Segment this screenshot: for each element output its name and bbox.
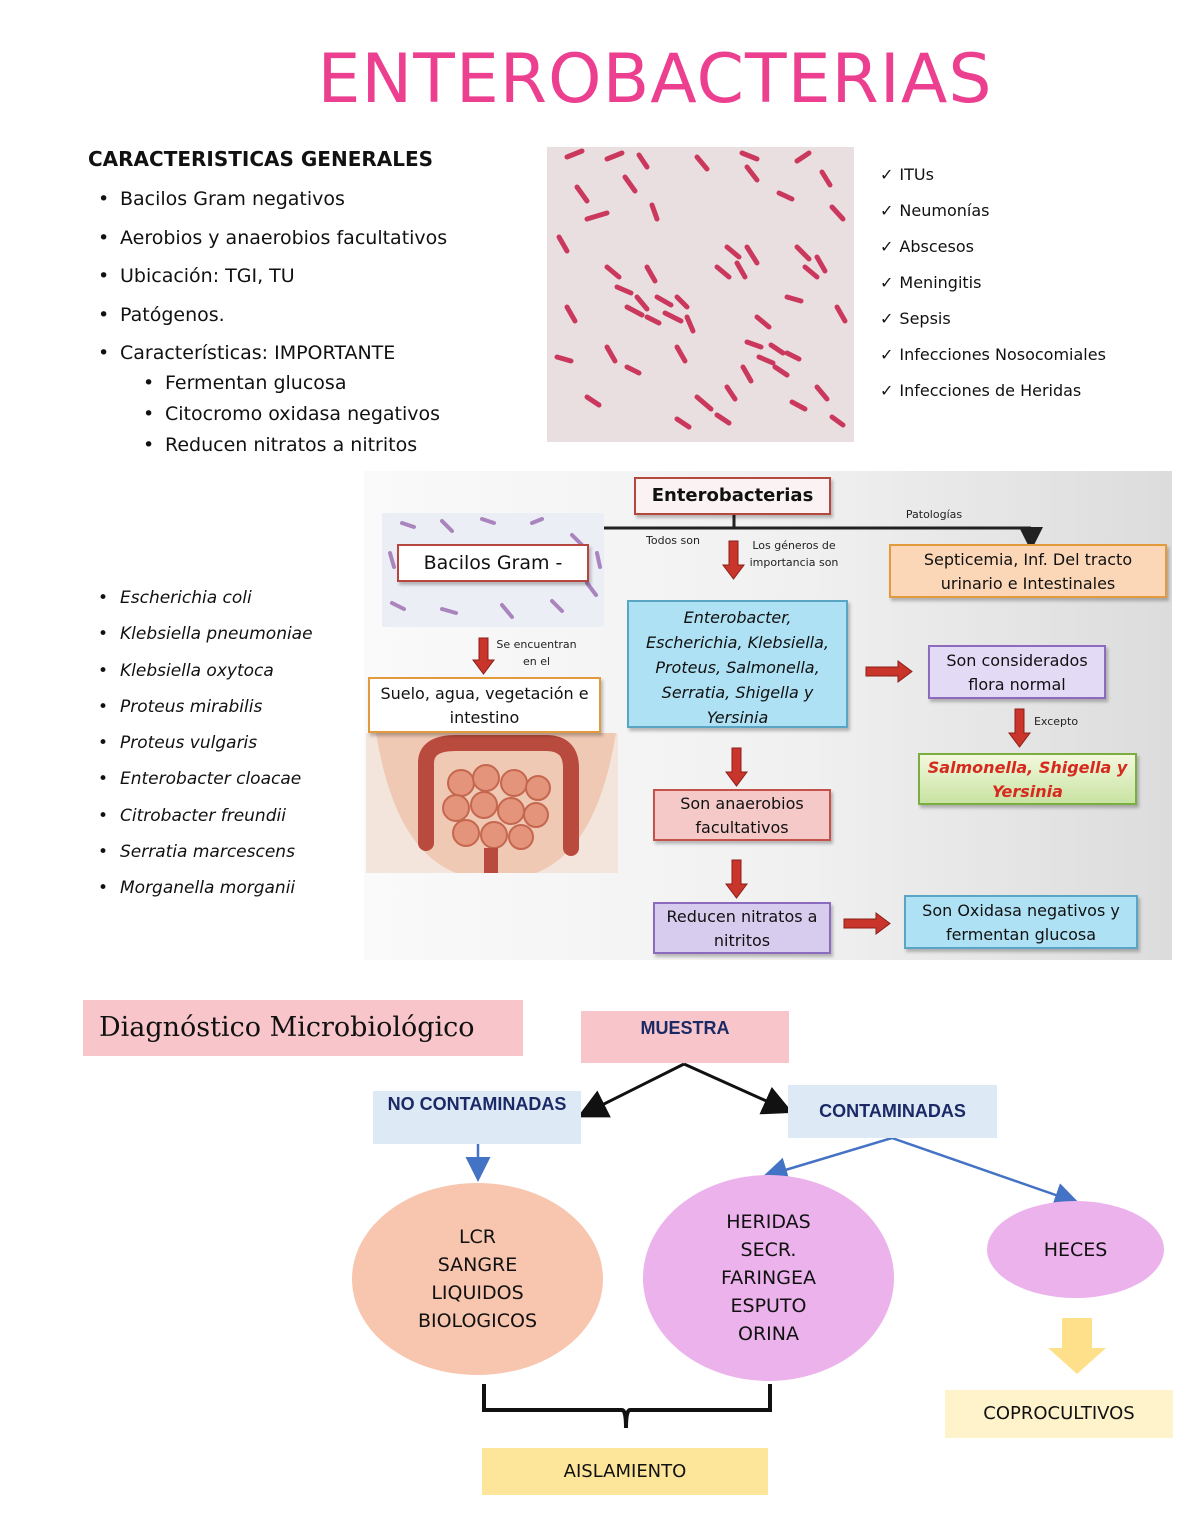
- check-icon: ✓: [880, 345, 894, 364]
- coprocultivos-box: COPROCULTIVOS: [945, 1390, 1173, 1438]
- check-icon: ✓: [880, 309, 894, 328]
- aislamiento-box: AISLAMIENTO: [482, 1448, 768, 1495]
- root-box: Enterobacterias: [634, 477, 831, 515]
- diagnostico-heading: Diagnóstico Microbiológico: [83, 1000, 523, 1056]
- check-icon: ✓: [880, 381, 894, 400]
- enterobacterias-flowchart: Enterobacterias Todos son Los géneros de…: [364, 471, 1172, 960]
- infecciones-list: ✓ ITUs ✓ Neumonías ✓ Abscesos ✓ Meningitis ✓…: [880, 165, 1106, 417]
- oxidasa-box: Son Oxidasa negativos y fermentan glucos…: [904, 895, 1138, 949]
- generales-heading: CARACTERISTICAS GENERALES: [88, 147, 434, 171]
- infeccion-label: Infecciones Nosocomiales: [899, 345, 1106, 364]
- infeccion-item: ✓ Neumonías: [880, 201, 1106, 237]
- infeccion-label: Neumonías: [899, 201, 990, 220]
- muestra-esteril-item: LIQUIDOS: [431, 1282, 524, 1304]
- especie-item: Citrobacter freundii: [98, 806, 313, 842]
- nitratos-box: Reducen nitratos a nitritos: [653, 902, 831, 954]
- infeccion-item: ✓ Infecciones de Heridas: [880, 381, 1106, 417]
- especie-item: Escherichia coli: [98, 588, 313, 624]
- especie-item: Enterobacter cloacae: [98, 769, 313, 805]
- heces-ellipse: HECES: [987, 1201, 1164, 1298]
- especie-item: Klebsiella oxytoca: [98, 661, 313, 697]
- generales-sublist: Fermentan glucosa Citocromo oxidasa nega…: [143, 372, 440, 465]
- generales-subitem: Fermentan glucosa: [143, 372, 440, 403]
- check-icon: ✓: [880, 165, 894, 184]
- generales-item: Características: IMPORTANTE: [98, 342, 447, 381]
- septicemia-box: Septicemia, Inf. Del tracto urinario e I…: [889, 544, 1167, 598]
- contaminadas-ellipse: HERIDAS SECR. FARINGEA ESPUTO ORINA: [643, 1175, 894, 1381]
- flora-normal-box: Son considerados flora normal: [928, 645, 1106, 699]
- infeccion-label: Sepsis: [899, 309, 951, 328]
- infeccion-label: Meningitis: [899, 273, 982, 292]
- contaminadas-box: CONTAMINADAS: [788, 1085, 997, 1138]
- muestra-box: MUESTRA: [581, 1011, 789, 1063]
- muestra-contaminada-item: FARINGEA: [721, 1267, 816, 1289]
- generos-label: Los géneros de importancia son: [749, 539, 839, 569]
- infeccion-item: ✓ Infecciones Nosocomiales: [880, 345, 1106, 381]
- generales-item: Patógenos.: [98, 304, 447, 343]
- bacilos-box: Bacilos Gram -: [397, 544, 589, 582]
- muestra-contaminada-item: HERIDAS: [726, 1211, 811, 1233]
- infeccion-item: ✓ Abscesos: [880, 237, 1106, 273]
- excepciones-box: Salmonella, Shigella y Yersinia: [918, 753, 1137, 805]
- excepto-label: Excepto: [1033, 715, 1079, 728]
- infeccion-item: ✓ Meningitis: [880, 273, 1106, 309]
- especie-item: Serratia marcescens: [98, 842, 313, 878]
- muestra-contaminada-item: SECR.: [740, 1239, 797, 1261]
- gram-stain-micrograph: [547, 147, 854, 442]
- anaerobios-box: Son anaerobios facultativos: [653, 789, 831, 841]
- infeccion-label: ITUs: [899, 165, 934, 184]
- muestra-contaminada-item: ESPUTO: [730, 1295, 807, 1317]
- muestra-esteril-item: BIOLOGICOS: [417, 1310, 538, 1332]
- diagnostico-connectors: [465, 1062, 1106, 1429]
- especie-item: Proteus vulgaris: [98, 733, 313, 769]
- especie-item: Klebsiella pneumoniae: [98, 624, 313, 660]
- check-icon: ✓: [880, 201, 894, 220]
- generales-subitem: Reducen nitratos a nitritos: [143, 434, 440, 465]
- heces-label: HECES: [1043, 1238, 1108, 1261]
- intestine-illustration: [366, 733, 618, 873]
- infeccion-label: Infecciones de Heridas: [899, 381, 1082, 400]
- generales-item: Bacilos Gram negativos: [98, 188, 447, 227]
- infeccion-item: ✓ ITUs: [880, 165, 1106, 201]
- infeccion-label: Abscesos: [899, 237, 974, 256]
- muestra-contaminada-item: ORINA: [738, 1323, 799, 1345]
- se-encuentran-label: Se encuentran en el: [496, 638, 577, 668]
- especies-list: Escherichia coli Klebsiella pneumoniae K…: [98, 588, 313, 915]
- suelo-box: Suelo, agua, vegetación e intestino: [368, 677, 601, 733]
- bacilli-illustration: [388, 517, 602, 619]
- micrograph-illustration: [554, 148, 848, 430]
- patologias-label: Patologías: [905, 508, 963, 521]
- todos-son-label: Todos son: [646, 534, 700, 547]
- intestine-icon: [376, 733, 616, 873]
- muestra-esteril-item: LCR: [458, 1226, 497, 1248]
- muestra-esteril-item: SANGRE: [437, 1254, 518, 1276]
- no-contaminadas-box: NO CONTAMINADAS: [373, 1091, 581, 1144]
- generos-box: Enterobacter, Escherichia, Klebsiella, P…: [627, 600, 848, 728]
- generales-item: Aerobios y anaerobios facultativos: [98, 227, 447, 266]
- especie-item: Morganella morganii: [98, 878, 313, 914]
- infeccion-item: ✓ Sepsis: [880, 309, 1106, 345]
- generales-subitem: Citocromo oxidasa negativos: [143, 403, 440, 434]
- esteriles-ellipse: LCR SANGRE LIQUIDOS BIOLOGICOS: [352, 1183, 603, 1375]
- check-icon: ✓: [880, 237, 894, 256]
- generales-list: Bacilos Gram negativos Aerobios y anaero…: [98, 188, 447, 381]
- check-icon: ✓: [880, 273, 894, 292]
- especie-item: Proteus mirabilis: [98, 697, 313, 733]
- generales-item: Ubicación: TGI, TU: [98, 265, 447, 304]
- page-title: ENTEROBACTERIAS: [317, 40, 993, 119]
